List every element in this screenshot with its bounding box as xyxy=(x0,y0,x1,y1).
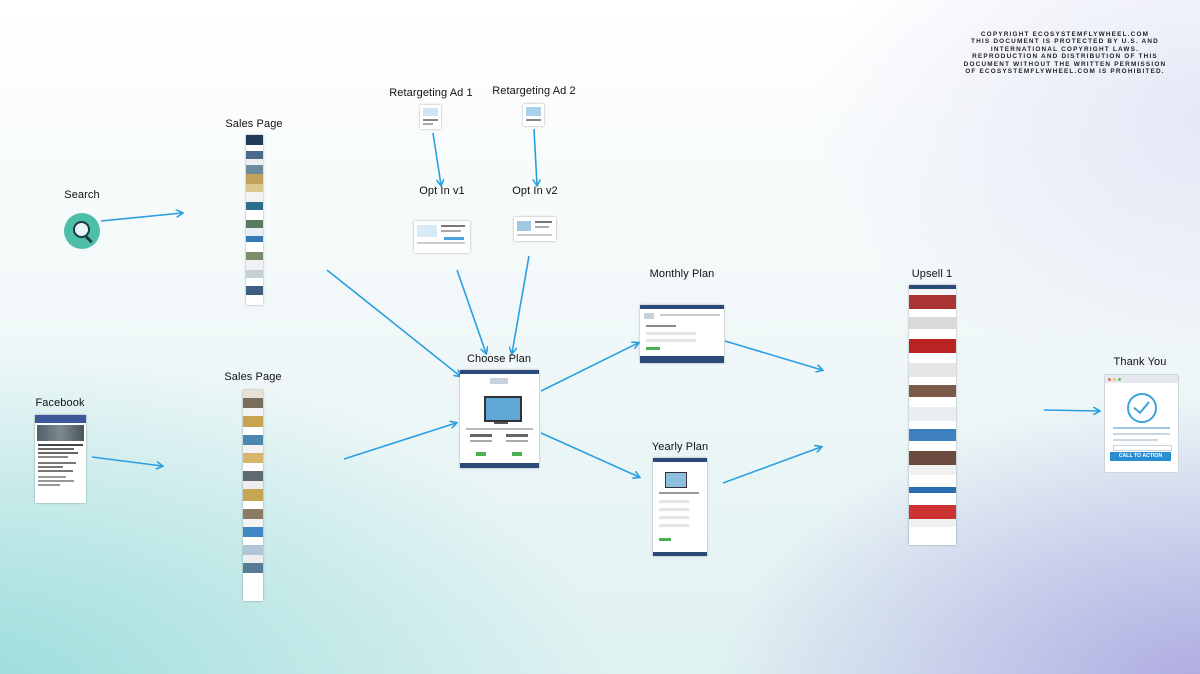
facebook-label: Facebook xyxy=(35,397,85,409)
opt-in-v1-thumbnail[interactable] xyxy=(414,221,470,253)
facebook-ad-thumbnail[interactable] xyxy=(35,415,86,503)
yearly-plan-thumbnail[interactable] xyxy=(653,458,707,556)
arrow-facebook-to-sales xyxy=(91,456,162,466)
arrow-sales-top-to-choose xyxy=(326,269,460,376)
input-field xyxy=(1113,445,1172,451)
opt-in-v1-label: Opt In v1 xyxy=(419,185,465,197)
magnifier-handle xyxy=(84,235,93,244)
arrow-ad1-to-optin1 xyxy=(432,132,441,185)
arrow-optin1-to-choose xyxy=(456,269,486,353)
search-label: Search xyxy=(64,189,100,201)
arrow-choose-to-yearly xyxy=(540,432,639,477)
yearly-plan-label: Yearly Plan xyxy=(651,441,709,453)
retargeting-ad-1-label: Retargeting Ad 1 xyxy=(389,87,473,99)
arrow-search-to-sales xyxy=(100,213,182,222)
text-line xyxy=(1113,433,1170,435)
copyright-line: OF ECOSYSTEMFLYWHEEL.COM IS PROHIBITED. xyxy=(965,68,1165,76)
sales-page-bottom-thumbnail[interactable] xyxy=(243,390,263,601)
arrow-choose-to-monthly xyxy=(540,343,638,392)
monthly-plan-thumbnail[interactable] xyxy=(640,305,724,363)
arrow-ad2-to-optin2 xyxy=(534,128,537,185)
retargeting-ad-2-label: Retargeting Ad 2 xyxy=(492,85,576,97)
copyright-line: COPYRIGHT ECOSYSTEMFLYWHEEL.COM xyxy=(980,31,1150,38)
choose-plan-thumbnail[interactable] xyxy=(460,370,539,468)
thank-you-label: Thank You xyxy=(1113,356,1167,368)
sales-page-top-label: Sales Page xyxy=(225,118,283,130)
text-line xyxy=(1113,439,1158,441)
copyright-notice: COPYRIGHT ECOSYSTEMFLYWHEEL.COM THIS DOC… xyxy=(940,31,1190,75)
copyright-line: REPRODUCTION AND DISTRIBUTION OF THIS xyxy=(972,53,1158,61)
window-dot xyxy=(1118,378,1121,381)
search-icon[interactable] xyxy=(64,213,100,249)
call-to-action-button[interactable]: CALL TO ACTION xyxy=(1110,452,1171,461)
arrow-monthly-to-upsell xyxy=(724,340,822,370)
sales-page-bottom-label: Sales Page xyxy=(224,371,282,383)
checkmark-icon xyxy=(1127,393,1157,423)
retargeting-ad-1-thumbnail[interactable] xyxy=(420,105,441,129)
sales-page-top-thumbnail[interactable] xyxy=(246,135,263,305)
copyright-line: DOCUMENT WITHOUT THE WRITTEN PERMISSION xyxy=(963,60,1167,68)
window-dot xyxy=(1108,378,1111,381)
arrow-optin2-to-choose xyxy=(512,255,530,353)
arrow-upsell-to-thankyou xyxy=(1043,410,1099,411)
thank-you-card[interactable]: CALL TO ACTION xyxy=(1104,374,1179,473)
window-dot xyxy=(1113,378,1116,381)
upsell-1-thumbnail[interactable] xyxy=(909,285,956,545)
monthly-plan-label: Monthly Plan xyxy=(649,268,715,280)
upsell-1-label: Upsell 1 xyxy=(911,268,953,280)
opt-in-v2-thumbnail[interactable] xyxy=(514,217,556,241)
opt-in-v2-label: Opt In v2 xyxy=(512,185,558,197)
browser-bar xyxy=(1105,375,1178,383)
arrow-sales-bottom-to-choose xyxy=(343,423,456,460)
retargeting-ad-2-thumbnail[interactable] xyxy=(523,104,544,126)
choose-plan-label: Choose Plan xyxy=(466,353,532,365)
copyright-line: INTERNATIONAL COPYRIGHT LAWS. xyxy=(990,45,1140,53)
copyright-line: THIS DOCUMENT IS PROTECTED BY U.S. AND xyxy=(971,38,1159,46)
text-line xyxy=(1113,427,1170,429)
arrow-yearly-to-upsell xyxy=(722,447,821,484)
magnifier-lens xyxy=(73,221,90,238)
